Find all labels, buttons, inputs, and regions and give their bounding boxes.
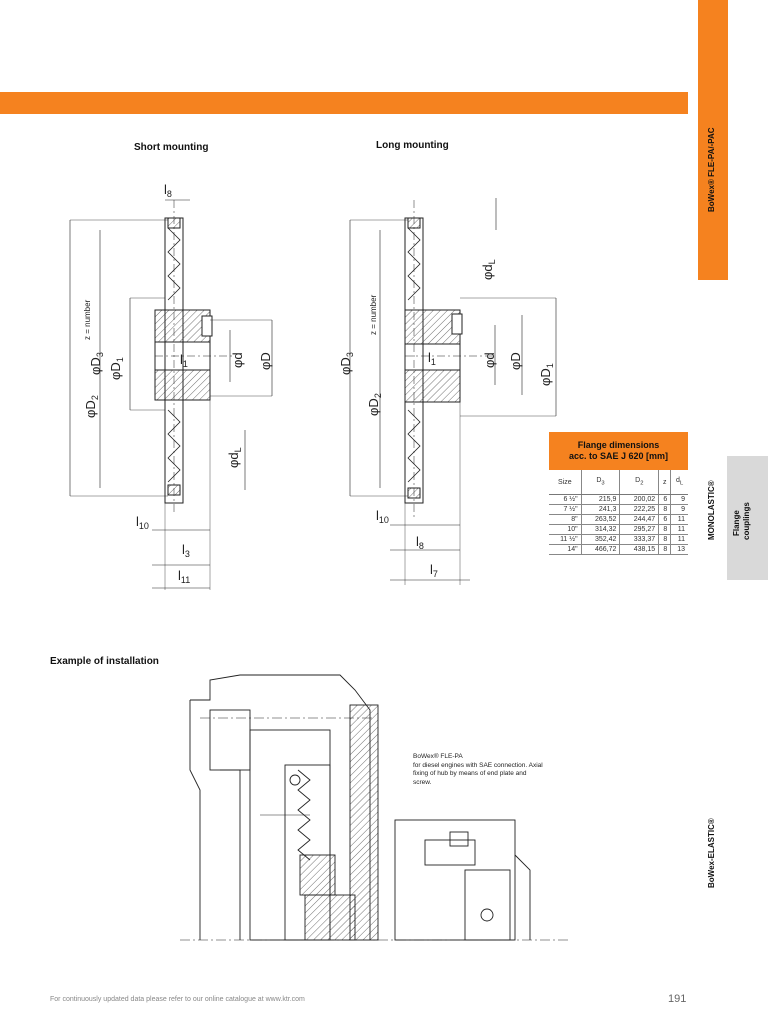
svg-text:φD1: φD1	[108, 357, 125, 380]
short-mounting-title: Short mounting	[134, 142, 209, 153]
long-d3-label: φD	[338, 357, 353, 375]
flange-table-header: Flange dimensions acc. to SAE J 620 [mm]	[549, 432, 688, 470]
short-l11-label: l	[178, 568, 181, 583]
col-d3: D3	[580, 470, 620, 495]
col-d2: D2	[619, 470, 659, 495]
caption-title: BoWex® FLE-PA	[413, 753, 463, 760]
col-size: Size	[549, 470, 582, 495]
short-l11-sub: 11	[181, 575, 190, 585]
svg-text:l7: l7	[430, 562, 438, 579]
footer-text: For continuously updated data please ref…	[50, 996, 305, 1003]
svg-text:l1: l1	[180, 352, 188, 369]
installation-drawing	[180, 674, 570, 941]
tab-label-line2: couplings	[742, 502, 751, 540]
flange-table-title-line1: Flange dimensions	[577, 440, 660, 450]
installation-caption: BoWex® FLE-PA for diesel engines with SA…	[413, 753, 543, 787]
svg-text:l10: l10	[376, 508, 389, 525]
installation-title: Example of installation	[50, 656, 159, 667]
long-l8-label: l	[416, 534, 419, 549]
long-z-label: z = number	[369, 294, 378, 335]
short-l3-label: l	[182, 542, 185, 557]
long-d1-label: φD	[538, 368, 553, 386]
flange-table-title-line2: acc. to SAE J 620 [mm]	[568, 451, 669, 461]
page-number: 191	[668, 993, 687, 1005]
svg-text:φdL: φdL	[480, 259, 497, 280]
long-l10-sub: 10	[379, 515, 389, 525]
svg-text:l8: l8	[416, 534, 424, 551]
long-dL-sub: L	[487, 259, 497, 264]
header-bar	[0, 92, 688, 114]
short-l3-sub: 3	[185, 549, 190, 559]
long-d2-sub: 2	[373, 393, 383, 398]
short-l1-sub: 1	[183, 359, 188, 369]
long-d2-label: φD	[366, 398, 381, 416]
col-z: z	[658, 470, 671, 495]
long-mounting-drawing: φD3 z = number φD2 φdL φd φD φD1 l1 l10 …	[338, 198, 557, 585]
short-d1-sub: 1	[115, 357, 125, 362]
short-d3-sub: 3	[95, 352, 105, 357]
long-d3-sub: 3	[345, 352, 355, 357]
long-l1-sub: 1	[431, 357, 436, 367]
flange-dimensions-table: Flange dimensions acc. to SAE J 620 [mm]…	[549, 432, 688, 559]
side-monolastic-label: MONOLASTIC®	[707, 480, 716, 540]
short-D-label: φD	[258, 352, 273, 370]
svg-text:φD2: φD2	[366, 393, 383, 416]
side-product-label: BoWex® FLE-PA/-PAC	[707, 127, 716, 212]
short-l8-label: l	[164, 182, 167, 197]
side-elastic-label: BoWex-ELASTIC®	[707, 818, 716, 888]
caption-text: for diesel engines with SAE connection. …	[413, 761, 543, 786]
long-mounting-title: Long mounting	[376, 140, 449, 151]
svg-text:l1: l1	[428, 350, 436, 367]
svg-text:φD3: φD3	[88, 352, 105, 375]
short-d3-label: φD	[88, 357, 103, 375]
svg-text:φD3: φD3	[338, 352, 355, 375]
tab-label-line1: Flange	[732, 510, 741, 536]
short-l8-sub: 8	[167, 189, 172, 199]
long-l7-sub: 7	[433, 569, 438, 579]
svg-text:φD1: φD1	[538, 363, 555, 386]
col-dl: dL	[670, 470, 688, 495]
short-dL-label: φd	[226, 452, 241, 468]
side-strip	[698, 0, 728, 280]
short-z-label: z = number	[83, 299, 92, 340]
svg-text:l10: l10	[136, 514, 149, 531]
long-d1-sub: 1	[545, 363, 555, 368]
long-l7-label: l	[430, 562, 433, 577]
long-l1-label: l	[428, 350, 431, 365]
svg-text:φD2: φD2	[83, 395, 100, 418]
section-tab-flange-couplings[interactable]	[727, 456, 768, 580]
long-d-label: φd	[482, 352, 497, 368]
short-d2-sub: 2	[90, 395, 100, 400]
long-l10-label: l	[376, 508, 379, 523]
svg-text:l3: l3	[182, 542, 190, 559]
svg-text:φdL: φdL	[226, 447, 243, 468]
short-l10-label: l	[136, 514, 139, 529]
svg-text:l11: l11	[178, 568, 190, 585]
long-l8-sub: 8	[419, 541, 424, 551]
short-l1-label: l	[180, 352, 183, 367]
short-d-label: φd	[230, 352, 245, 368]
short-l10-sub: 10	[139, 521, 149, 531]
short-d1-label: φD	[108, 362, 123, 380]
svg-text:l8: l8	[164, 182, 172, 199]
short-d2-label: φD	[83, 400, 98, 418]
long-D-label: φD	[508, 352, 523, 370]
long-dL-label: φd	[480, 264, 495, 280]
short-dL-sub: L	[233, 447, 243, 452]
short-mounting-drawing: φD3 z = number φD2 φD1 φd φD φdL l8 l1 l…	[69, 182, 273, 590]
